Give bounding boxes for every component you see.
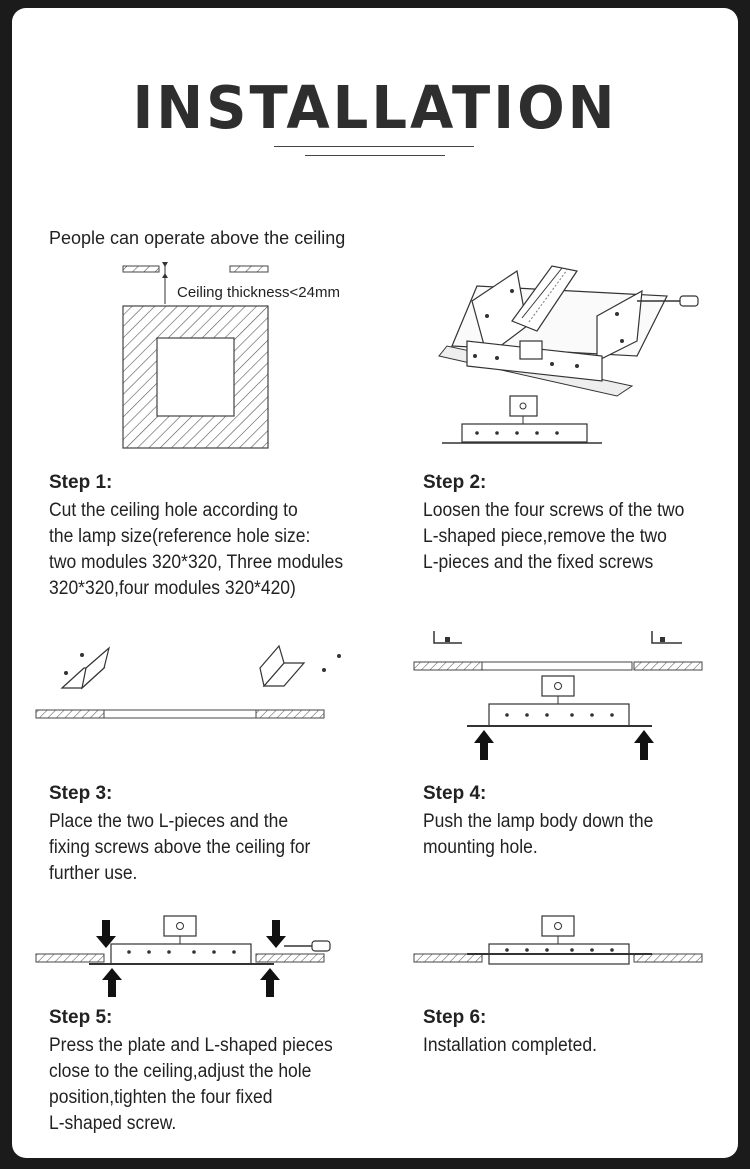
title-divider-top <box>274 146 474 147</box>
step2-title: Step 2: <box>423 472 487 493</box>
step1-caption: People can operate above the ceiling <box>49 228 346 248</box>
page-title: INSTALLATION <box>132 74 618 143</box>
step6-diagram <box>413 915 703 965</box>
step1-title: Step 1: <box>49 472 113 493</box>
ceiling-thickness-label: Ceiling thickness<24mm <box>177 284 340 301</box>
step3-diagram <box>35 644 341 719</box>
step1-text: Cut the ceiling hole according to the la… <box>49 500 344 599</box>
step3-text: Place the two L-pieces and the fixing sc… <box>49 811 311 884</box>
step5-diagram <box>35 915 331 997</box>
step3-title: Step 3: <box>49 783 113 804</box>
title-divider-bottom <box>305 155 445 156</box>
step5-text: Press the plate and L-shaped pieces clos… <box>49 1035 333 1134</box>
step6-title: Step 6: <box>423 1007 487 1028</box>
step2-text: Loosen the four screws of the two L-shap… <box>423 500 685 573</box>
step2-diagram <box>438 265 699 444</box>
step1-diagram <box>122 262 269 449</box>
step6-text: Installation completed. <box>423 1035 597 1056</box>
step4-text: Push the lamp body down the mounting hol… <box>423 811 654 858</box>
step4-diagram <box>413 631 703 760</box>
page-card: INSTALLATION People can operate above th… <box>12 8 738 1158</box>
step4-title: Step 4: <box>423 783 487 804</box>
step5-title: Step 5: <box>49 1007 113 1028</box>
